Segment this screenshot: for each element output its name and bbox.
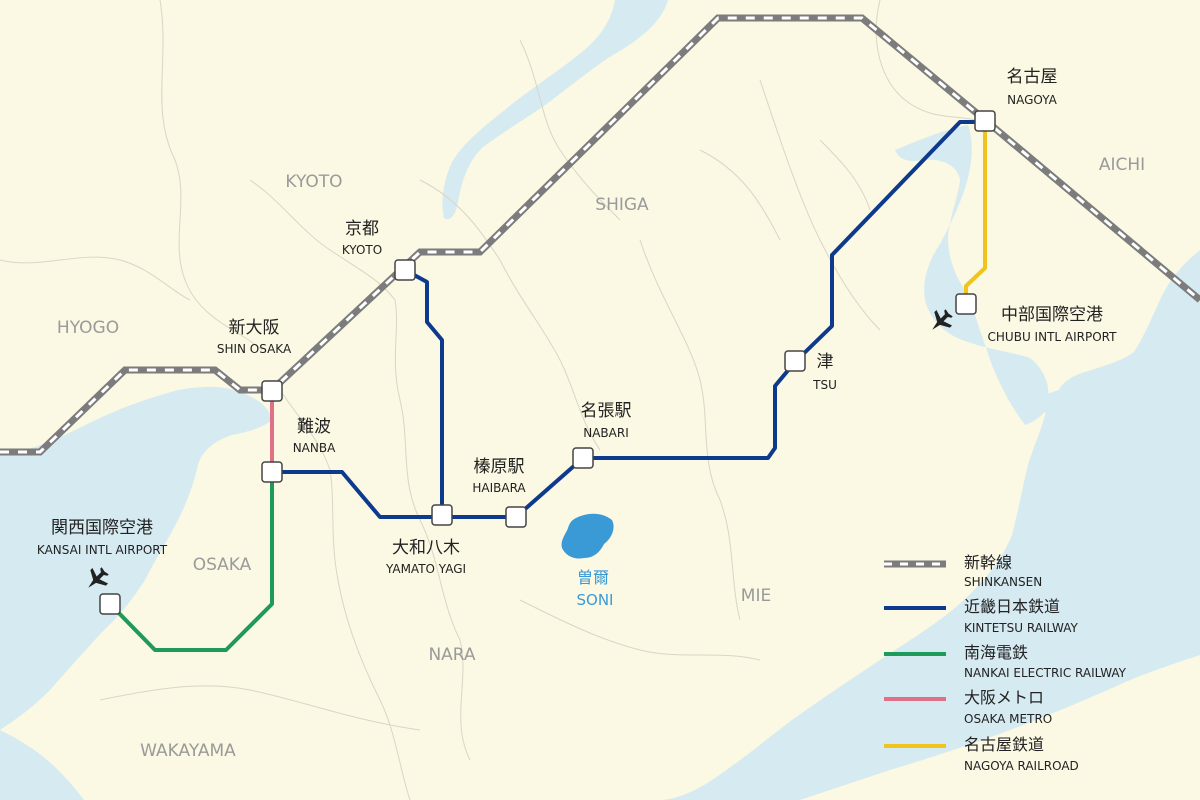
legend-kintetsu-jp: 近畿日本鉄道 <box>964 597 1060 616</box>
station-markers <box>99 110 996 615</box>
station-marker-nabari[interactable] <box>572 447 594 469</box>
shinkansen-line <box>0 14 1200 456</box>
legend-item-kintetsu: 近畿日本鉄道 KINTETSU RAILWAY <box>884 597 1079 635</box>
station-marker-nanba[interactable] <box>261 461 283 483</box>
station-kansai-jp: 関西国際空港 <box>51 518 153 538</box>
station-marker-kansai[interactable] <box>99 593 121 615</box>
station-marker-chubu[interactable] <box>955 293 977 315</box>
osaka-bay <box>0 386 272 730</box>
station-tsu-en: TSU <box>812 378 837 392</box>
pref-hyogo: HYOGO <box>57 318 119 338</box>
legend-item-nankai: 南海電鉄 NANKAI ELECTRIC RAILWAY <box>884 643 1127 680</box>
legend-nankai-en: NANKAI ELECTRIC RAILWAY <box>964 666 1127 680</box>
legend-kintetsu-en: KINTETSU RAILWAY <box>964 621 1079 635</box>
station-haibara-jp: 榛原駅 <box>474 457 525 477</box>
station-chubu-jp: 中部国際空港 <box>1001 305 1103 325</box>
station-nabari-en: NABARI <box>583 426 629 440</box>
station-nagoya-en: NAGOYA <box>1007 93 1057 107</box>
station-kansai-en: KANSAI INTL AIRPORT <box>37 543 168 557</box>
pref-kyoto: KYOTO <box>285 172 342 192</box>
station-yamato-yagi-jp: 大和八木 <box>392 538 460 558</box>
legend-nagoya-railroad-jp: 名古屋鉄道 <box>964 735 1044 754</box>
legend-item-shinkansen: 新幹線 SHINKANSEN <box>884 553 1042 589</box>
legend-nagoya-railroad-en: NAGOYA RAILROAD <box>964 759 1079 773</box>
station-tsu-jp: 津 <box>817 352 834 372</box>
station-shin-osaka-en: SHIN OSAKA <box>217 342 292 356</box>
soni-jp: 曽爾 <box>577 568 609 587</box>
pref-mie: MIE <box>741 586 771 606</box>
station-haibara-en: HAIBARA <box>472 481 526 495</box>
legend-metro-en: OSAKA METRO <box>964 712 1052 726</box>
legend-nankai-jp: 南海電鉄 <box>964 643 1028 662</box>
soni-lake <box>561 513 614 559</box>
station-nagoya-jp: 名古屋 <box>1007 67 1058 87</box>
ise-bay <box>660 125 1200 800</box>
legend-item-metro: 大阪メトロ OSAKA METRO <box>884 688 1052 726</box>
station-nanba-jp: 難波 <box>297 417 331 437</box>
kintetsu-line <box>272 120 985 519</box>
station-kyoto-en: KYOTO <box>342 243 382 257</box>
legend-item-nagoya-railroad: 名古屋鉄道 NAGOYA RAILROAD <box>884 735 1079 773</box>
lake-biwa <box>442 0 668 220</box>
pref-shiga: SHIGA <box>595 195 649 215</box>
station-chubu-en: CHUBU INTL AIRPORT <box>988 330 1118 344</box>
station-marker-yamato-yagi[interactable] <box>431 504 453 526</box>
legend-shinkansen-jp: 新幹線 <box>964 553 1012 572</box>
legend: 新幹線 SHINKANSEN 近畿日本鉄道 KINTETSU RAILWAY 南… <box>884 553 1127 773</box>
pref-nara: NARA <box>428 645 475 665</box>
station-yamato-yagi-en: YAMATO YAGI <box>385 562 466 576</box>
mikawa-bay <box>1045 350 1200 578</box>
nankai-line <box>108 472 274 652</box>
pref-osaka: OSAKA <box>193 555 252 575</box>
airplane-icon <box>932 309 953 330</box>
legend-metro-jp: 大阪メトロ <box>964 688 1044 707</box>
kii-channel <box>0 730 84 800</box>
station-marker-tsu[interactable] <box>784 350 806 372</box>
prefecture-labels: HYOGO KYOTO SHIGA AICHI OSAKA NARA MIE W… <box>57 155 1145 761</box>
pref-aichi: AICHI <box>1099 155 1145 175</box>
station-nanba-en: NANBA <box>293 441 336 455</box>
soni-label: 曽爾 SONI <box>577 568 614 609</box>
pref-wakayama: WAKAYAMA <box>140 741 236 761</box>
station-marker-kyoto[interactable] <box>394 259 416 281</box>
soni-en: SONI <box>577 591 614 609</box>
station-kyoto-jp: 京都 <box>345 219 379 239</box>
station-labels: 名古屋 NAGOYA 中部国際空港 CHUBU INTL AIRPORT 京都 … <box>37 67 1117 576</box>
station-marker-nagoya[interactable] <box>974 110 996 132</box>
station-nabari-jp: 名張駅 <box>581 401 632 421</box>
legend-shinkansen-en: SHINKANSEN <box>964 575 1042 589</box>
prefecture-borders <box>0 0 976 800</box>
airplane-icon <box>88 567 109 588</box>
station-marker-shin-osaka[interactable] <box>261 380 283 402</box>
station-marker-haibara[interactable] <box>505 506 527 528</box>
station-shin-osaka-jp: 新大阪 <box>229 318 280 338</box>
